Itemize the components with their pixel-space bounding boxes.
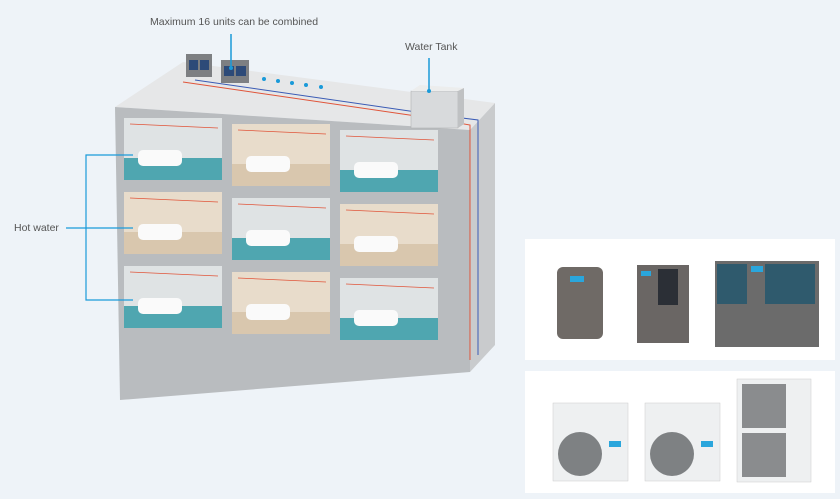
heat-pump-products-panel	[525, 239, 835, 360]
bathtub-icon	[246, 230, 290, 246]
room-hot-pipe	[345, 209, 435, 215]
room-hot-pipe	[345, 283, 435, 289]
room-hot-pipe	[129, 197, 219, 203]
units-combined-label: Maximum 16 units can be combined	[150, 16, 319, 28]
outdoor-unit-2	[644, 402, 721, 482]
water-tank-icon	[410, 85, 464, 129]
outdoor-unit-1	[552, 402, 629, 482]
outdoor-units-panel	[525, 371, 835, 493]
outdoor-unit-dual-fan	[736, 378, 812, 483]
hot-water-bracket	[66, 154, 133, 301]
room-hot-pipe	[129, 271, 219, 277]
hot-water-label: Hot water	[14, 222, 59, 234]
more-units-dots	[262, 77, 323, 89]
bathtub-icon	[354, 162, 398, 178]
roof-unit-1	[186, 54, 212, 77]
bathtub-icon	[138, 150, 182, 166]
room-hot-pipe	[237, 129, 327, 135]
building-side	[470, 103, 495, 372]
bathtub-icon	[138, 298, 182, 314]
medium-heat-pump	[637, 265, 689, 343]
large-heat-pump	[715, 261, 819, 347]
compact-heat-pump	[557, 267, 603, 339]
bathtub-icon	[246, 304, 290, 320]
room-hot-pipe	[237, 277, 327, 283]
water-tank-label: Water Tank	[405, 41, 458, 53]
bathtub-icon	[354, 310, 398, 326]
roof-unit-2	[221, 60, 249, 83]
room-hot-pipe	[237, 203, 327, 209]
bathtub-icon	[246, 156, 290, 172]
bathtub-icon	[138, 224, 182, 240]
room-grid	[124, 118, 438, 340]
room-hot-pipe	[129, 123, 219, 129]
bathtub-icon	[354, 236, 398, 252]
room-hot-pipe	[345, 135, 435, 141]
